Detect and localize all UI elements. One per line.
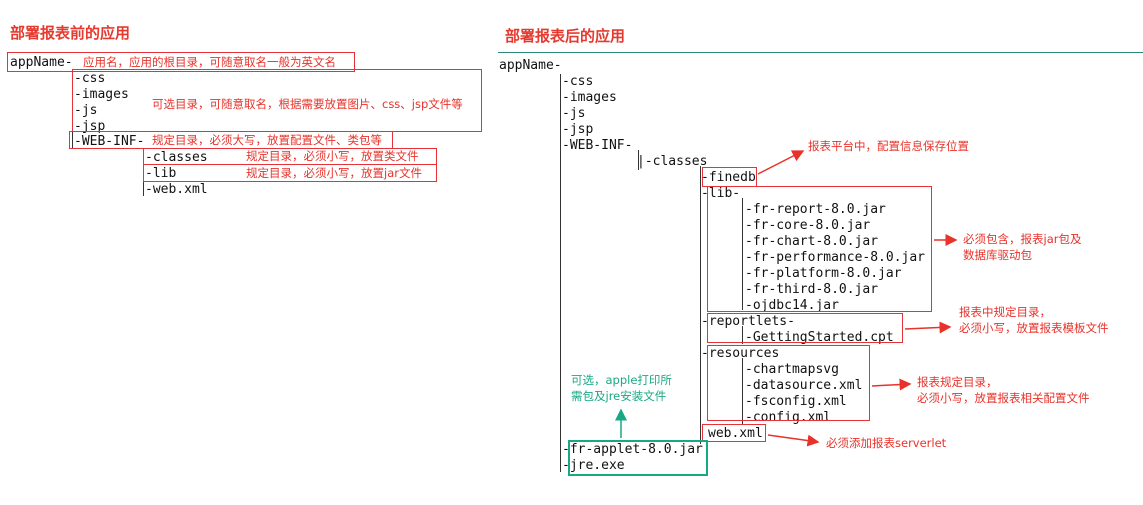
left-node-webxml: -web.xml [145, 182, 208, 197]
right-node-jsp: -jsp [562, 122, 594, 137]
left-node-lib: -lib [145, 166, 177, 181]
right-node-jar-platform: -fr-platform-8.0.jar [745, 266, 902, 281]
right-node-chartmapsvg: -chartmapsvg [745, 362, 839, 377]
right-node-gettingstarted: -GettingStarted.cpt [745, 330, 894, 345]
right-node-finedb: -finedb [701, 170, 756, 185]
right-note-lib-2: 数据库驱动包 [963, 248, 1032, 262]
arrow-reportlets [904, 321, 952, 334]
right-tree-line-resources [742, 358, 743, 424]
right-tree-line-classes [700, 166, 701, 444]
right-box-webxml [702, 424, 766, 442]
right-note-reportlets-1: 报表中规定目录， [959, 305, 1051, 319]
left-note-classes: 规定目录，必须小写，放置类文件 [246, 149, 419, 163]
left-node-classes: -classes [145, 150, 208, 165]
right-note-resources-1: 报表规定目录， [917, 375, 998, 389]
left-node-webinf: -WEB-INF- [74, 134, 145, 149]
right-tree-line-lib [742, 198, 743, 310]
left-note-lib: 规定目录，必须小写，放置jar文件 [246, 166, 422, 180]
right-note-applet-2: 需包及jre安装文件 [571, 389, 667, 403]
right-note-reportlets-2: 必须小写，放置报表模板文件 [959, 321, 1109, 335]
arrow-finedb [757, 150, 805, 175]
right-node-applet: -fr-applet-8.0.jar [562, 442, 703, 457]
right-node-jar-report: -fr-report-8.0.jar [745, 202, 886, 217]
left-node-images: -images [74, 87, 129, 102]
right-node-reportlets: -reportlets- [701, 314, 795, 329]
right-note-resources-2: 必须小写，放置报表相关配置文件 [917, 391, 1090, 405]
right-box-lib [707, 186, 932, 312]
right-node-classes: |-classes [637, 154, 708, 169]
right-note-applet-1: 可选，apple打印所 [571, 373, 672, 387]
left-note-static: 可选目录，可随意取名，根据需要放置图片、css、jsp文件等 [152, 97, 463, 111]
left-node-appname: appName- [10, 55, 73, 70]
right-node-jar-third: -fr-third-8.0.jar [745, 282, 879, 297]
left-box-root [7, 52, 355, 72]
arrow-resources [871, 378, 912, 391]
right-node-jar-ojdbc: -ojdbc14.jar [745, 298, 839, 313]
left-node-jsp: -jsp [74, 119, 106, 134]
arrow-webxml [767, 434, 820, 447]
left-node-css: -css [74, 71, 106, 86]
right-node-webxml: web.xml [708, 426, 763, 441]
right-node-jar-core: -fr-core-8.0.jar [745, 218, 871, 233]
right-node-css: -css [562, 74, 594, 89]
right-node-jar-performance: -fr-performance-8.0.jar [745, 250, 926, 265]
left-node-js: -js [74, 103, 98, 118]
right-node-fsconfig: -fsconfig.xml [745, 394, 847, 409]
right-tree-line-webinf [638, 150, 639, 170]
right-node-jar-chart: -fr-chart-8.0.jar [745, 234, 879, 249]
right-node-images: -images [562, 90, 617, 105]
right-note-lib-1: 必须包含，报表jar包及 [963, 232, 1082, 246]
right-box-applet [568, 440, 708, 476]
right-note-finedb: 报表平台中，配置信息保存位置 [808, 139, 969, 153]
right-note-webxml: 必须添加报表serverlet [826, 436, 947, 450]
right-node-appname: appName- [499, 58, 562, 73]
right-tree-line-root [560, 74, 561, 472]
right-title-divider [498, 52, 1143, 53]
right-tree-line-reportlets [742, 326, 743, 344]
right-title: 部署报表后的应用 [505, 27, 626, 45]
right-node-jre: -jre.exe [562, 458, 625, 473]
left-box-lib [143, 164, 437, 182]
right-node-resources: -resources [701, 346, 780, 361]
right-node-webinf: -WEB-INF- [562, 138, 633, 153]
right-node-config: -config.xml [745, 410, 832, 425]
right-box-resources [707, 345, 870, 421]
right-node-datasource: -datasource.xml [745, 378, 863, 393]
left-note-webinf: 规定目录，必须大写，放置配置文件、类包等 [152, 133, 382, 147]
right-box-reportlets [707, 313, 903, 343]
right-node-lib: -lib- [701, 186, 741, 201]
right-node-js: -js [562, 106, 586, 121]
left-note-root: 应用名，应用的根目录，可随意取名一般为英文名 [83, 55, 336, 69]
left-title: 部署报表前的应用 [10, 24, 131, 42]
